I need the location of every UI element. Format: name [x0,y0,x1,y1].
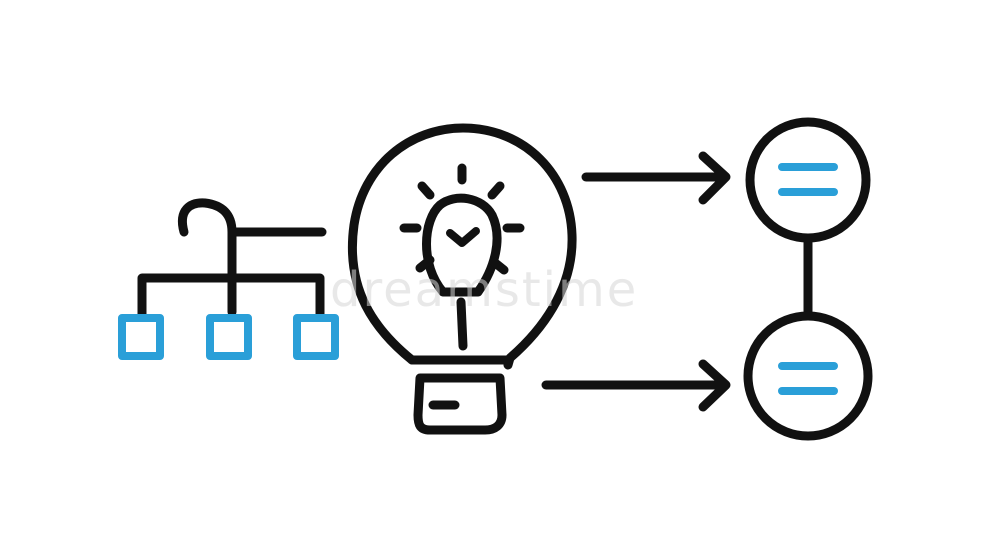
watermark-text: dreamstime [330,262,639,318]
arrow-right-icon [541,359,731,412]
lightbulb-idea-icon [347,123,577,435]
connected-nodes [743,117,873,441]
hierarchy-node-left [118,314,164,360]
list-node-icon [745,117,871,243]
list-node-icon [743,311,873,441]
hierarchy-node-right [293,314,339,360]
hierarchy-icon [118,198,339,360]
arrow-right-icon [581,151,731,205]
hierarchy-node-center [206,314,252,360]
